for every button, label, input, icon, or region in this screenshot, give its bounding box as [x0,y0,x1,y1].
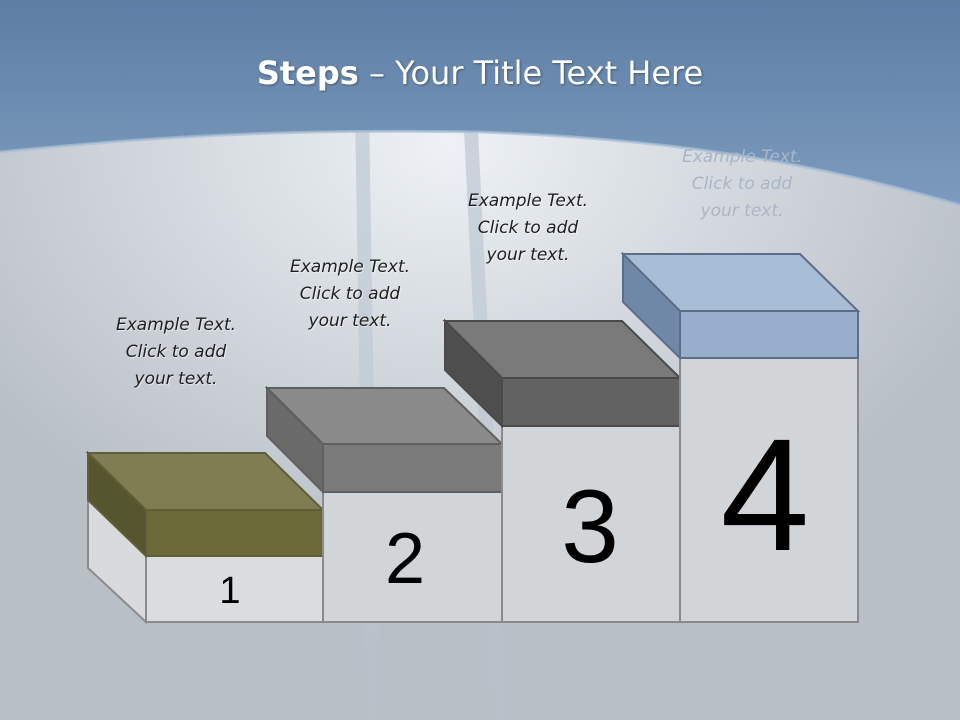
step-number-4: 4 [720,405,810,584]
step-block-4 [620,251,861,623]
slide-title[interactable]: Steps – Your Title Text Here [0,54,960,92]
title-bold: Steps [256,54,359,92]
step-block-2 [264,385,505,623]
header-band [0,0,960,205]
step-number-2: 2 [384,519,426,599]
step-number-3: 3 [561,469,619,585]
step-caption-1[interactable]: Example Text. Click to add your text. [115,315,237,389]
step-caption-4[interactable]: Example Text. Click to add your text. [681,147,803,221]
title-rest: – Your Title Text Here [358,54,704,92]
step-block-1 [85,450,326,625]
step-caption-2[interactable]: Example Text. Click to add your text. [289,257,411,331]
step-caption-3[interactable]: Example Text. Click to add your text. [467,191,589,265]
step-number-1: 1 [219,570,241,612]
